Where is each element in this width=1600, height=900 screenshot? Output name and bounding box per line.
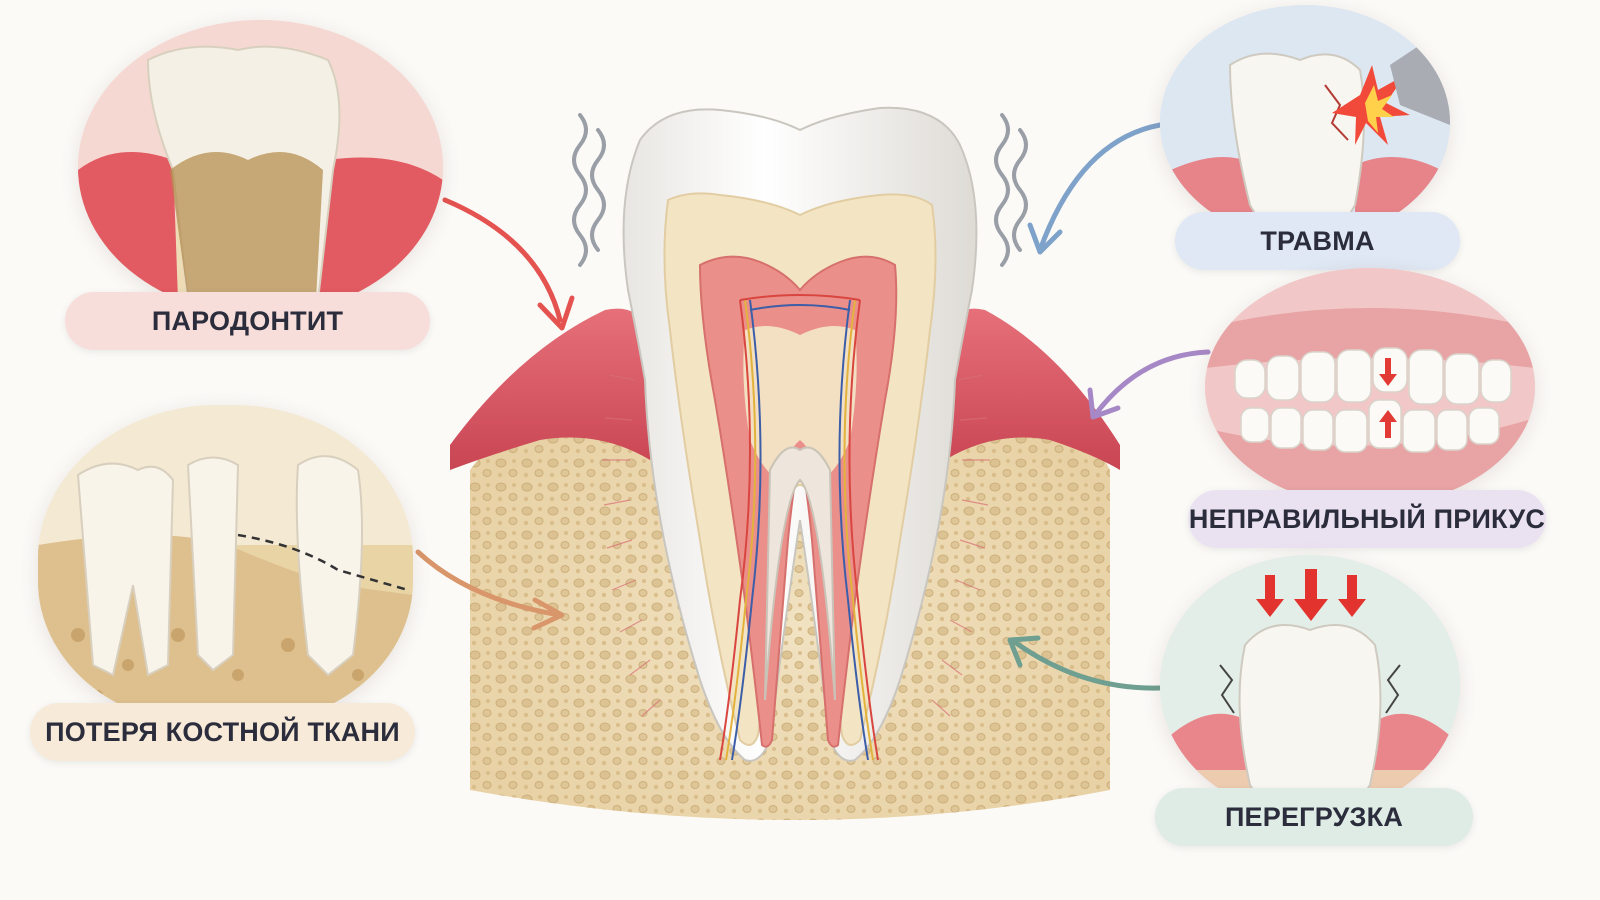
arrow-periodontitis bbox=[442, 197, 563, 323]
trauma-label: ТРАВМА bbox=[1175, 212, 1460, 270]
arrow-overload bbox=[1009, 637, 1163, 691]
gum-right bbox=[935, 308, 1120, 470]
trauma-illustration bbox=[1160, 5, 1450, 240]
malocclusion-label: НЕПРАВИЛЬНЫЙ ПРИКУС bbox=[1188, 490, 1546, 548]
periodontitis-illustration bbox=[78, 20, 443, 315]
bone-loss-label: ПОТЕРЯ КОСТНОЙ ТКАНИ bbox=[30, 703, 415, 761]
periodontitis-label: ПАРОДОНТИТ bbox=[65, 292, 430, 350]
overload-illustration bbox=[1160, 555, 1460, 815]
bone-loss-illustration bbox=[38, 405, 413, 725]
arrow-malocclusion bbox=[1092, 349, 1211, 418]
overload-label: ПЕРЕГРУЗКА bbox=[1155, 788, 1473, 846]
arrow-bone-loss bbox=[415, 549, 563, 618]
arrow-trauma bbox=[1037, 122, 1163, 253]
gum-left bbox=[450, 308, 660, 470]
mobility-lines bbox=[572, 113, 1028, 267]
malocclusion-illustration bbox=[1205, 268, 1535, 506]
